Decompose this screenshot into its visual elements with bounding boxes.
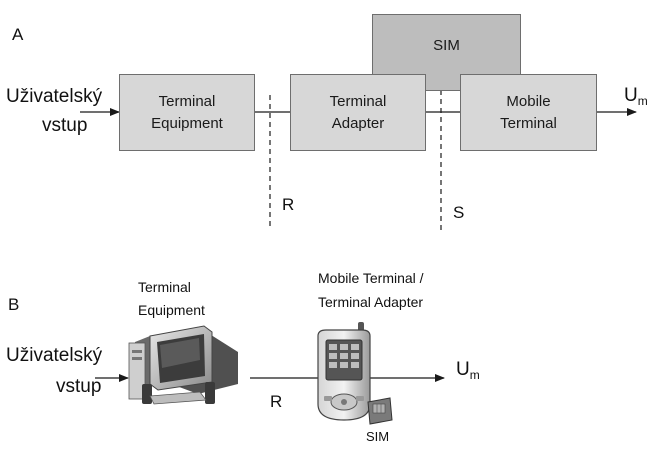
computer-icon [128,325,238,405]
mobile-terminal-box: Mobile Terminal [460,74,597,151]
terminal-equipment-caption-line2: Equipment [138,302,205,318]
user-input-label-line2-b: vstup [56,376,102,397]
mobile-caption-line1: Mobile Terminal / [318,270,424,286]
output-main-b: U [456,359,470,380]
mobile-phone-icon [317,322,371,421]
mobile-terminal-line2: Terminal [500,114,557,132]
output-label-a: Um [624,85,648,108]
terminal-equipment-caption-line1: Terminal [138,279,191,295]
mobile-caption-line2: Terminal Adapter [318,294,424,310]
terminal-adapter-line2: Adapter [331,114,385,132]
ref-point-s-a: S [453,203,465,222]
sim-box-label: SIM [433,36,460,54]
user-input-label-line1-b: Uživatelský [6,345,103,366]
user-input-label-line1-a: Uživatelský [6,86,103,107]
terminal-equipment-line1: Terminal [158,92,216,110]
ref-point-r-a: R [282,195,295,214]
output-main-a: U [624,85,638,106]
terminal-adapter-line1: Terminal [329,92,387,110]
user-input-label-line2-a: vstup [42,115,88,136]
sim-card-icon [367,397,393,425]
terminal-equipment-box: Terminal Equipment [119,74,255,151]
terminal-adapter-box: Terminal Adapter [290,74,426,151]
sim-caption: SIM [366,429,390,444]
ref-point-r-b: R [270,392,283,411]
section-label-a: A [12,25,24,44]
output-sub-a: m [637,94,648,108]
terminal-equipment-line2: Equipment [151,114,223,132]
section-label-b: B [8,295,20,314]
mobile-terminal-line1: Mobile [506,92,551,110]
output-label-b: Um [456,359,480,382]
output-sub-b: m [469,368,480,382]
